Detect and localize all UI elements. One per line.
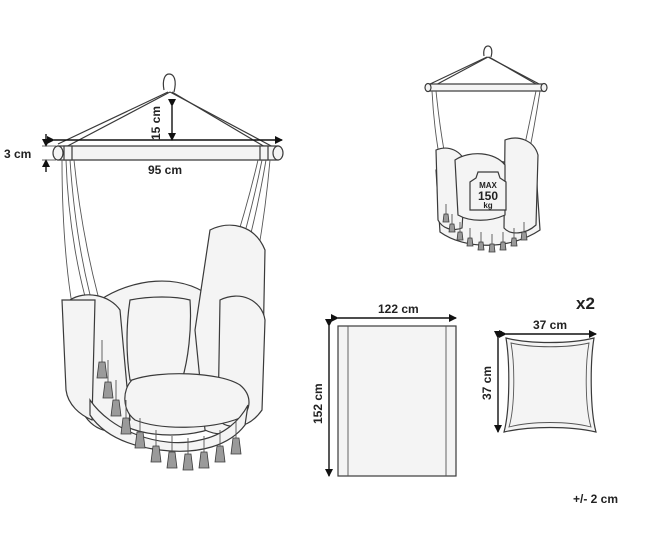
max-load-unit: kg — [483, 201, 492, 210]
cloth-height-label: 152 cm — [311, 383, 325, 424]
tolerance-note: +/- 2 cm — [573, 492, 618, 506]
seat-cloth: 122 cm 152 cm — [311, 302, 457, 477]
cushion-width-label: 37 cm — [533, 318, 567, 332]
hanging-hook-icon — [162, 73, 176, 93]
hanger-height-label: 15 cm — [149, 106, 163, 140]
max-load-label: MAX — [479, 181, 497, 190]
seat-cushion — [124, 373, 250, 428]
seat-cloth-panel — [337, 325, 457, 477]
cushion: x2 37 cm 37 cm — [480, 294, 597, 433]
cloth-width-label: 122 cm — [378, 302, 419, 316]
hammock-chair-small: MAX 150 kg — [424, 45, 548, 253]
small-fringe-tassels — [442, 204, 528, 253]
cushion-height-label: 37 cm — [480, 366, 494, 400]
cushion-shape — [503, 337, 597, 433]
weight-tag — [469, 171, 507, 211]
bar-width-label: 95 cm — [148, 163, 182, 177]
max-load-value: 150 — [478, 189, 498, 203]
cushion-quantity: x2 — [576, 294, 595, 313]
spreader-bar — [57, 145, 279, 161]
back-cushion — [126, 296, 192, 384]
bar-thickness-label: 3 cm — [4, 147, 31, 161]
fringe-tassels — [96, 340, 242, 471]
hammock-chair-large: 15 cm 95 cm 3 cm — [4, 73, 284, 471]
small-hook-icon — [483, 45, 493, 58]
